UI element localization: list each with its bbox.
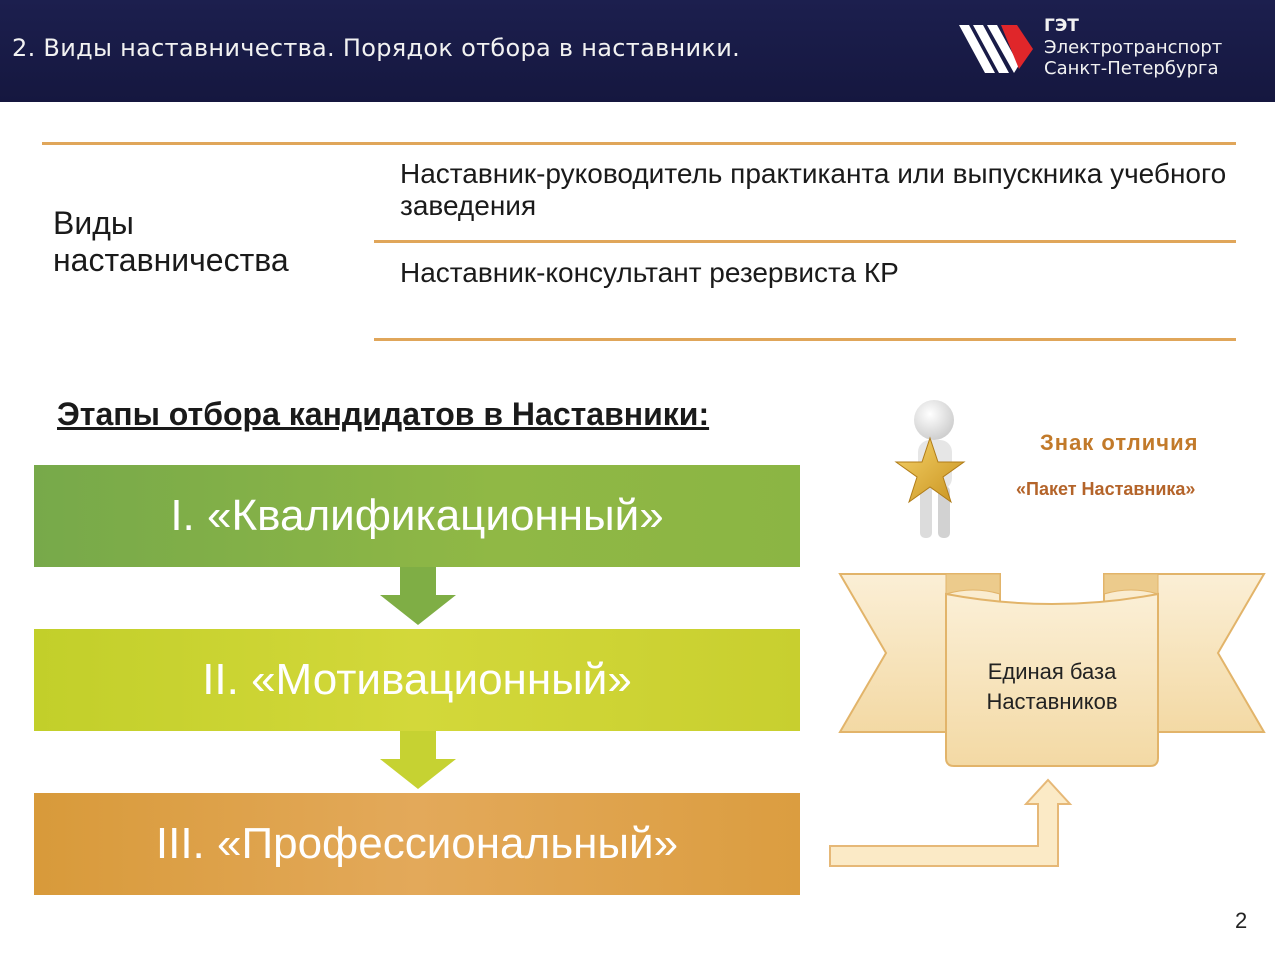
stages-title: Этапы отбора кандидатов в Наставники: xyxy=(57,396,710,432)
database-banner-icon xyxy=(838,573,1266,767)
person-with-star-icon xyxy=(894,400,966,538)
mentorship-types-label-line1: Виды xyxy=(53,205,134,241)
arrow-down-icon xyxy=(380,731,456,789)
stage-professional: III. «Профессиональный» xyxy=(34,793,800,895)
logo-line-company: Электротранспорт xyxy=(1044,37,1223,58)
arrow-down-icon xyxy=(380,567,456,625)
database-label: Единая база Наставников xyxy=(948,657,1156,717)
stage-qualification: I. «Квалификационный» xyxy=(34,465,800,567)
stage-qualification-label: I. «Квалификационный» xyxy=(170,491,664,540)
mentorship-types-label-line2: наставничества xyxy=(53,242,289,278)
mentorship-types-label: Виды наставничества xyxy=(53,205,289,279)
stage-motivation: II. «Мотивационный» xyxy=(34,629,800,731)
header-bar: 2. Виды наставничества. Порядок отбора в… xyxy=(0,0,1275,102)
badge-title: Знак отличия xyxy=(1040,430,1199,455)
badge-subtitle: «Пакет Наставника» xyxy=(1016,479,1196,499)
logo-text: ГЭТ Электротранспорт Санкт-Петербурга xyxy=(1044,16,1222,79)
stage-professional-label: III. «Профессиональный» xyxy=(155,819,679,868)
database-label-line2: Наставников xyxy=(986,689,1118,714)
slide-title: 2. Виды наставничества. Порядок отбора в… xyxy=(12,34,741,62)
connector-arrow-icon xyxy=(829,778,1073,867)
get-logo-icon xyxy=(959,25,1033,73)
logo-line-city: Санкт-Петербурга xyxy=(1044,58,1219,79)
divider-top xyxy=(42,142,1236,145)
logo-line-get: ГЭТ xyxy=(1044,16,1079,36)
stage-motivation-label: II. «Мотивационный» xyxy=(202,655,632,704)
database-label-line1: Единая база xyxy=(987,659,1117,684)
divider-bottom xyxy=(374,338,1236,341)
mentorship-type-1: Наставник-руководитель практиканта или в… xyxy=(400,158,1227,221)
page-number: 2 xyxy=(1235,908,1248,933)
mentorship-type-2: Наставник-консультант резервиста КР xyxy=(400,257,899,288)
divider-middle xyxy=(374,240,1236,243)
